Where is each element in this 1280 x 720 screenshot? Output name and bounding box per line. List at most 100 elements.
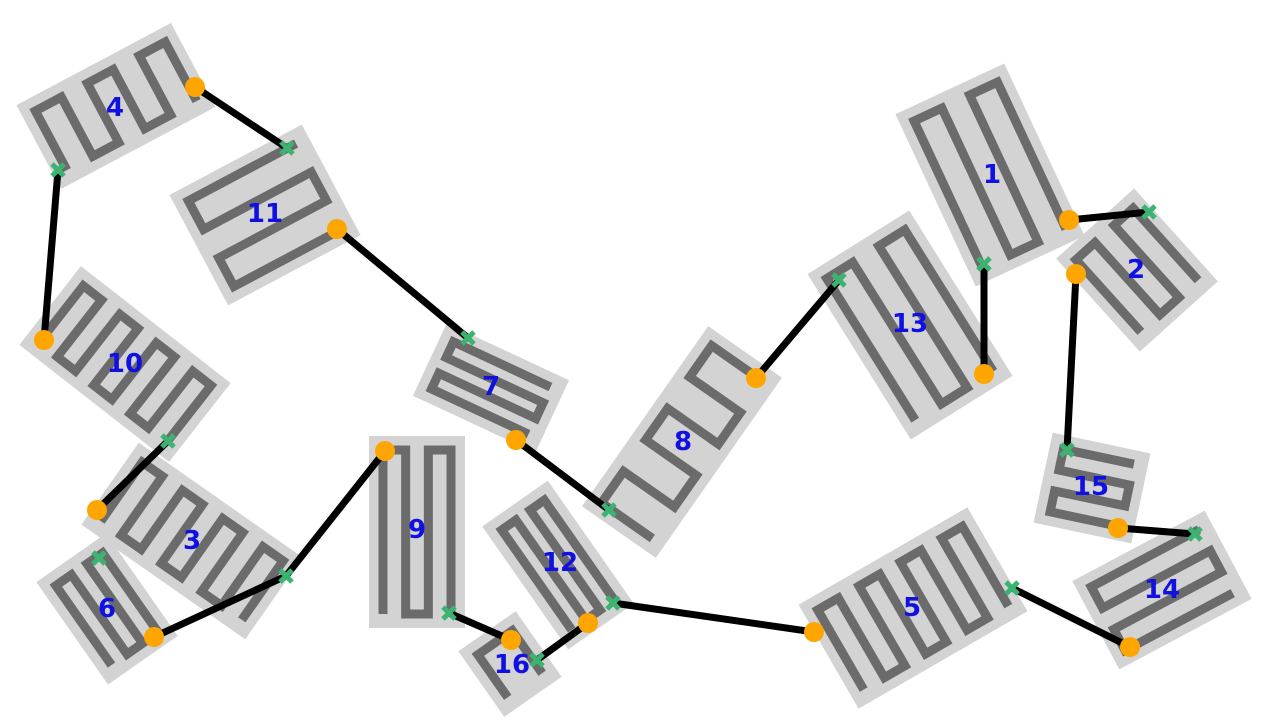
- wires-layer: [40, 83, 1199, 664]
- block-1-input-cross-marker: [976, 256, 992, 272]
- wire-3-to-10: [93, 437, 172, 514]
- block-7-output-circle-marker: [506, 430, 526, 450]
- block-11-output-circle-marker: [327, 219, 347, 239]
- block-11-meander: [182, 139, 344, 293]
- cross-stroke: [1187, 526, 1203, 542]
- block-10-output-circle-marker: [34, 330, 54, 350]
- block-7-meander: [425, 335, 553, 439]
- block-3-label: 3: [183, 526, 201, 556]
- block-7: [412, 323, 570, 453]
- cross-stroke: [976, 256, 992, 272]
- block-2-output-circle-marker: [1066, 264, 1086, 284]
- cross-stroke: [50, 162, 66, 178]
- cross-stroke: [160, 433, 176, 449]
- block-10-meander: [35, 279, 218, 446]
- wire-10-to-4: [40, 166, 62, 344]
- block-6-input-cross-marker: [91, 550, 107, 566]
- block-1: [895, 63, 1085, 287]
- block-13-output-circle-marker: [974, 364, 994, 384]
- block-8: [582, 326, 782, 558]
- wire-16-to-9: [445, 609, 515, 644]
- block-4-output-circle-marker: [185, 77, 205, 97]
- block-11-input-cross-marker: [279, 140, 295, 156]
- block-10-label: 10: [107, 349, 143, 379]
- cross-stroke: [279, 140, 295, 156]
- block-3-input-cross-marker: [278, 568, 294, 584]
- wire-12-to-16: [533, 619, 592, 664]
- block-11-label: 11: [247, 199, 283, 229]
- block-5-output-circle-marker: [804, 622, 824, 642]
- block-8-meander: [595, 339, 766, 543]
- cross-stroke: [1141, 204, 1157, 220]
- wire-5-to-12: [609, 599, 818, 636]
- block-12-label: 12: [542, 548, 578, 578]
- block-7-input-cross-marker: [460, 330, 476, 346]
- block-13-input-cross-marker: [831, 272, 847, 288]
- wire-11-to-7: [333, 225, 472, 342]
- cross-stroke: [460, 330, 476, 346]
- block-9-label: 9: [408, 515, 426, 545]
- block-13-label: 13: [892, 309, 928, 339]
- block-4-input-cross-marker: [50, 162, 66, 178]
- cross-stroke: [831, 272, 847, 288]
- block-5-body: [798, 507, 1028, 709]
- block-8-label: 8: [674, 427, 692, 457]
- wire-4-to-11: [191, 83, 291, 152]
- block-16-input-cross-marker: [529, 652, 545, 668]
- block-4: [16, 22, 216, 190]
- block-15-input-cross-marker: [1059, 442, 1075, 458]
- block-7-label: 7: [482, 372, 500, 402]
- wire-8-to-13: [752, 276, 843, 382]
- cross-stroke: [601, 502, 617, 518]
- block-6-output-circle-marker: [144, 627, 164, 647]
- block-15-output-circle-marker: [1108, 518, 1128, 538]
- block-12-output-circle-marker: [578, 613, 598, 633]
- block-8-input-cross-marker: [601, 502, 617, 518]
- block-10-input-cross-marker: [160, 433, 176, 449]
- wire-14-to-5: [1008, 584, 1134, 651]
- wire-15-to-14: [1114, 524, 1199, 538]
- block-9-output-circle-marker: [375, 441, 395, 461]
- block-16: [458, 611, 562, 717]
- block-9-input-cross-marker: [441, 605, 457, 621]
- block-2-body: [1056, 188, 1218, 352]
- block-4-label: 4: [106, 93, 124, 123]
- block-16-label: 16: [494, 650, 530, 680]
- wire-2-to-15: [1063, 270, 1080, 454]
- wire-9-to-3: [282, 447, 389, 580]
- block-8-body: [582, 326, 782, 558]
- block-3-meander: [97, 455, 290, 623]
- block-11: [169, 124, 361, 306]
- block-14-output-circle-marker: [1120, 637, 1140, 657]
- block-16-body: [458, 611, 562, 717]
- blocks-layer: [16, 22, 1252, 717]
- block-13-meander: [820, 223, 998, 423]
- block-14-input-cross-marker: [1187, 526, 1203, 542]
- block-9: [369, 436, 465, 628]
- block-6-label: 6: [98, 594, 116, 624]
- block-1-label: 1: [983, 160, 1001, 190]
- cross-stroke: [1004, 580, 1020, 596]
- block-4-meander: [29, 35, 201, 173]
- cross-stroke: [441, 605, 457, 621]
- wire-7-to-8: [512, 436, 613, 514]
- block-5-meander: [811, 520, 1013, 692]
- wire-1-to-2: [1065, 208, 1153, 224]
- block-15-label: 15: [1073, 472, 1109, 502]
- cross-stroke: [1059, 442, 1075, 458]
- block-10-body: [19, 266, 231, 462]
- block-3-output-circle-marker: [87, 500, 107, 520]
- block-2-label: 2: [1127, 255, 1145, 285]
- cross-stroke: [278, 568, 294, 584]
- block-12-input-cross-marker: [605, 595, 621, 611]
- block-5-input-cross-marker: [1004, 580, 1020, 596]
- block-5-label: 5: [903, 593, 921, 623]
- markers-layer: [34, 77, 1203, 668]
- block-1-output-circle-marker: [1059, 210, 1079, 230]
- block-8-output-circle-marker: [746, 368, 766, 388]
- block-2-input-cross-marker: [1141, 204, 1157, 220]
- block-4-body: [16, 22, 216, 190]
- cross-stroke: [605, 595, 621, 611]
- wire-6-to-3: [150, 572, 290, 641]
